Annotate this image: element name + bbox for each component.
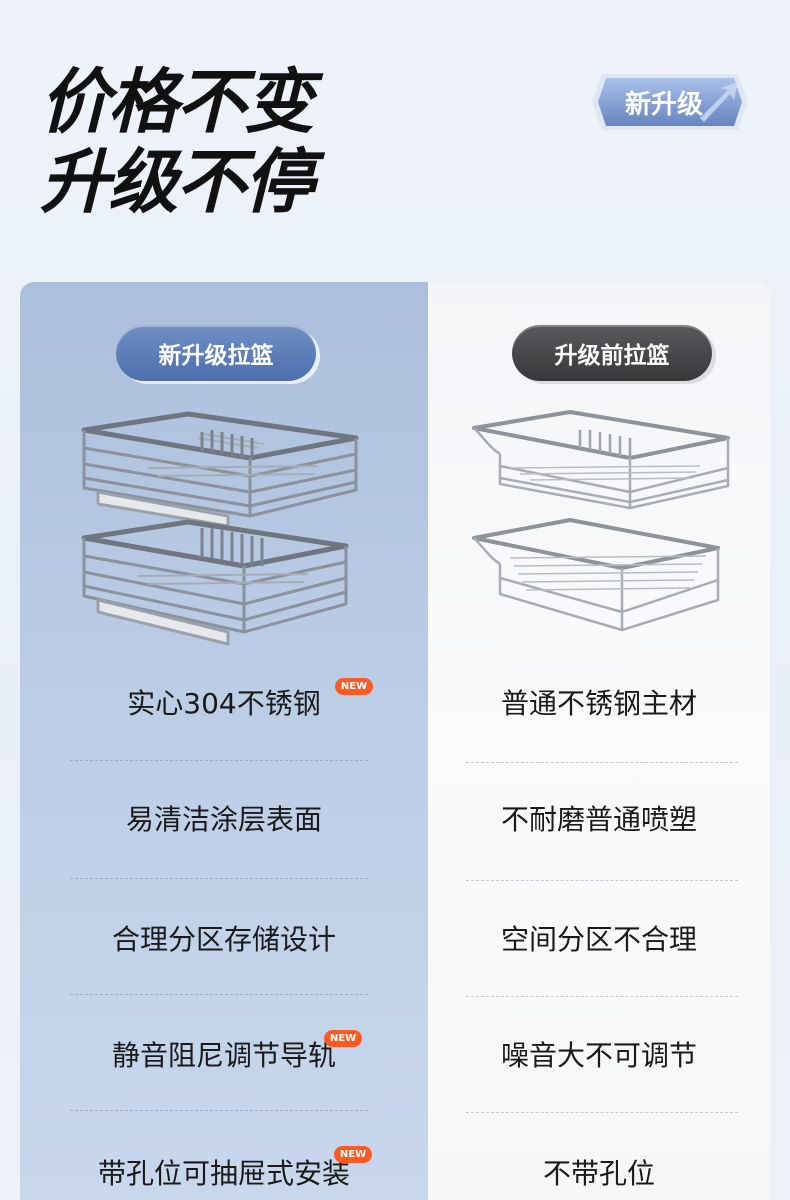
upgraded-feature-5: 带孔位可抽屉式安装 <box>97 1157 350 1190</box>
new-tag: NEW <box>324 1030 362 1047</box>
new-tag: NEW <box>335 678 373 695</box>
old-feature-4: 噪音大不可调节 <box>500 1039 697 1072</box>
upgraded-feature-2: 易清洁涂层表面 <box>125 803 322 836</box>
hero-title: 价格不变 升级不停 <box>40 61 314 223</box>
upgraded-basket-label: 新升级拉篮 <box>116 325 316 381</box>
hero-title-line-2: 升级不停 <box>40 141 314 223</box>
upgrade-badge: 新升级 <box>588 70 748 134</box>
badge-label: 新升级 <box>624 89 703 120</box>
badge-shape <box>592 74 748 130</box>
divider <box>466 1112 738 1113</box>
upgraded-feature-1: 实心304不锈钢 <box>127 687 321 720</box>
divider <box>70 1110 368 1111</box>
upgraded-feature-3: 合理分区存储设计 <box>111 923 336 956</box>
divider <box>70 760 368 761</box>
divider <box>466 762 738 763</box>
old-feature-1: 普通不锈钢主材 <box>500 687 697 720</box>
new-tag: NEW <box>334 1146 372 1163</box>
upgraded-column <box>20 282 428 1200</box>
old-feature-3: 空间分区不合理 <box>500 923 697 956</box>
upgraded-feature-4: 静音阻尼调节导轨 <box>111 1039 336 1072</box>
upgraded-basket-image <box>81 411 359 646</box>
hero-title-line-1: 价格不变 <box>40 61 314 143</box>
old-basket-label: 升级前拉篮 <box>512 325 712 381</box>
old-feature-5: 不带孔位 <box>542 1157 655 1190</box>
arrow-up-icon <box>700 82 738 122</box>
divider <box>466 880 738 881</box>
divider <box>70 994 368 995</box>
divider <box>70 878 368 879</box>
old-feature-2: 不耐磨普通喷塑 <box>500 803 697 836</box>
divider <box>466 996 738 997</box>
old-basket-image <box>472 410 730 632</box>
